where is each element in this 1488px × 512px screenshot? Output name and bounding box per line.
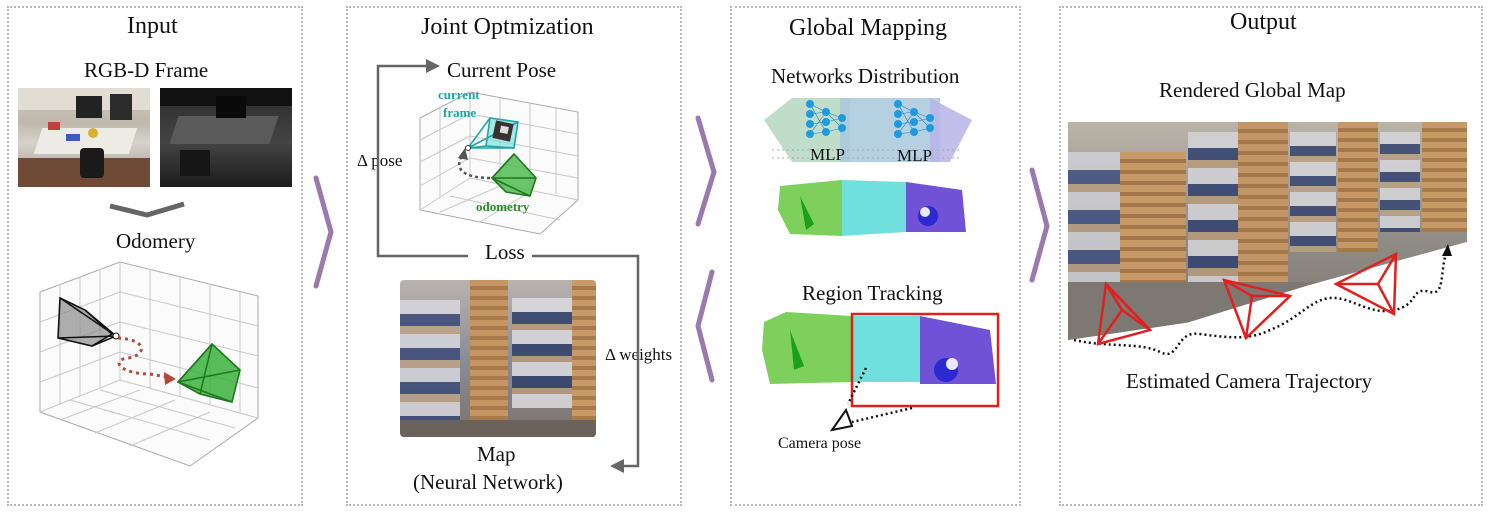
tracking-region-box bbox=[850, 312, 1000, 408]
odometry-frustum bbox=[490, 152, 537, 197]
chevron-right-icon-3 bbox=[1029, 167, 1050, 283]
camera-pose-ray-1 bbox=[846, 367, 868, 405]
global-mapping-title: Global Mapping bbox=[789, 15, 947, 41]
chevron-right-icon bbox=[313, 175, 334, 289]
pose-3d-plot bbox=[419, 91, 579, 235]
camera-pose-ray-2 bbox=[851, 406, 913, 424]
rendered-global-map-label: Rendered Global Map bbox=[1159, 78, 1346, 102]
joint-optimization-title: Joint Optmization bbox=[421, 14, 594, 40]
input-panel bbox=[7, 6, 303, 506]
previous-camera-frustum bbox=[57, 296, 117, 347]
current-frame-label: current bbox=[438, 87, 480, 102]
odometry-label: Odomery bbox=[116, 229, 196, 253]
chevron-right-icon-2 bbox=[695, 115, 717, 227]
neural-map-render bbox=[400, 280, 596, 437]
camera-pose-icon bbox=[829, 407, 854, 432]
region-tracking-label: Region Tracking bbox=[802, 281, 943, 305]
global-mapping-panel bbox=[730, 6, 1021, 506]
odometry-3d-plot bbox=[39, 261, 259, 467]
joint-optimization-panel bbox=[346, 6, 682, 506]
map-network-label: (Neural Network) bbox=[413, 470, 563, 494]
delta-pose-label: Δ pose bbox=[357, 151, 403, 170]
delta-weights-loop-arrow bbox=[532, 254, 640, 468]
camera-frustum-1-icon bbox=[1096, 281, 1153, 346]
odometry-to-current-path bbox=[458, 155, 491, 180]
input-title: Input bbox=[127, 13, 178, 39]
camera-frustum-2-icon bbox=[1221, 278, 1293, 341]
delta-pose-loop-arrow bbox=[376, 64, 468, 258]
map-label: Map bbox=[477, 442, 516, 466]
output-panel bbox=[1059, 6, 1483, 506]
current-frame-label-line2: frame bbox=[443, 105, 477, 120]
odometry-frustum-label: odometry bbox=[476, 199, 530, 214]
segmented-map-top bbox=[778, 180, 966, 236]
camera-pose-label: Camera pose bbox=[778, 435, 862, 452]
current-pose-label: Current Pose bbox=[447, 58, 557, 82]
estimated-trajectory-label: Estimated Camera Trajectory bbox=[1126, 369, 1373, 393]
mlp-1-label: MLP bbox=[810, 145, 845, 164]
rgb-image bbox=[18, 88, 150, 187]
merge-chevron-icon bbox=[109, 201, 185, 218]
current-camera-frustum bbox=[176, 342, 241, 403]
estimated-trajectory-path bbox=[1073, 253, 1448, 356]
mlp-2-label: MLP bbox=[897, 146, 932, 165]
rgbd-frame-label: RGB-D Frame bbox=[84, 58, 209, 82]
mlp-network-1-icon bbox=[806, 100, 846, 138]
chevron-left-icon bbox=[695, 269, 715, 383]
output-title: Output bbox=[1230, 9, 1297, 35]
segmented-map-region-tracking bbox=[762, 312, 996, 384]
camera-frustum-3-icon bbox=[1333, 251, 1398, 317]
depth-image bbox=[160, 88, 292, 187]
networks-distribution-label: Networks Distribution bbox=[771, 64, 960, 88]
loss-label: Loss bbox=[485, 240, 525, 264]
mlp-network-2-icon bbox=[894, 100, 934, 138]
